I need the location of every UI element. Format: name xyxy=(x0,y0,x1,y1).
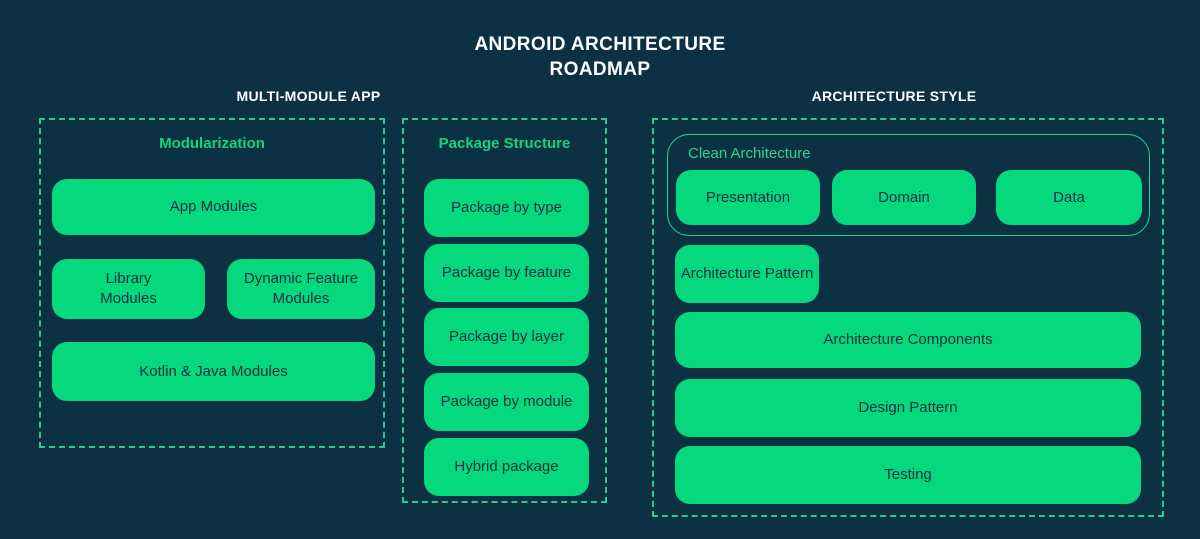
node-architecture-pattern: Architecture Pattern xyxy=(675,245,819,303)
node-package-by-feature: Package by feature xyxy=(424,244,589,302)
clean-architecture-container: Clean Architecture Presentation Domain D… xyxy=(667,134,1150,236)
modularization-group-title: Modularization xyxy=(159,135,265,152)
section-header-multi-module-app: MULTI-MODULE APP xyxy=(236,88,381,104)
node-app-modules: App Modules xyxy=(52,179,375,235)
page-title-line1: ANDROID ARCHITECTURE xyxy=(474,34,726,55)
node-architecture-components: Architecture Components xyxy=(675,312,1141,368)
clean-architecture-label: Clean Architecture xyxy=(688,145,811,162)
node-testing: Testing xyxy=(675,446,1141,504)
node-package-by-layer: Package by layer xyxy=(424,308,589,366)
modularization-group: Modularization App Modules Library Modul… xyxy=(39,118,385,448)
node-domain: Domain xyxy=(832,170,976,225)
node-package-by-module: Package by module xyxy=(424,373,589,431)
node-presentation: Presentation xyxy=(676,170,820,225)
node-package-by-type: Package by type xyxy=(424,179,589,237)
page-title: ANDROID ARCHITECTURE ROADMAP xyxy=(0,32,1200,82)
node-kotlin-java-modules: Kotlin & Java Modules xyxy=(52,342,375,401)
page-title-line2: ROADMAP xyxy=(549,59,651,80)
node-dynamic-feature-modules: Dynamic Feature Modules xyxy=(227,259,375,319)
section-header-architecture-style: ARCHITECTURE STYLE xyxy=(811,88,977,104)
architecture-style-group: Clean Architecture Presentation Domain D… xyxy=(652,118,1164,517)
node-design-pattern: Design Pattern xyxy=(675,379,1141,437)
node-library-modules: Library Modules xyxy=(52,259,205,319)
package-structure-group-title: Package Structure xyxy=(438,135,571,152)
node-data: Data xyxy=(996,170,1142,225)
package-structure-group: Package Structure Package by type Packag… xyxy=(402,118,607,503)
node-hybrid-package: Hybrid package xyxy=(424,438,589,496)
